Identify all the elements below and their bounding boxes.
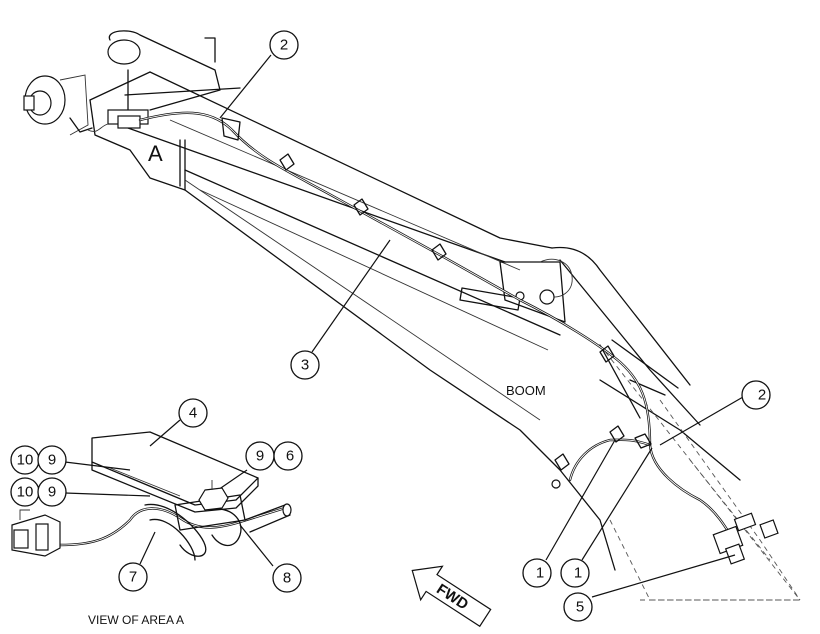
callout-number: 4 [189, 405, 197, 422]
callout-8: 8 [272, 563, 302, 593]
view-caption: VIEW OF AREA A [88, 613, 184, 627]
callout-10-a: 10 [10, 445, 40, 475]
boom-label: BOOM [506, 383, 546, 398]
tube-end-icon [282, 503, 292, 517]
callout-number: 1 [536, 565, 544, 582]
detail-view-area-a [11, 431, 292, 561]
callout-number: 5 [576, 599, 584, 616]
callout-number: 8 [283, 570, 291, 587]
callout-number: 9 [48, 484, 56, 501]
connector-icon [23, 95, 35, 111]
callout-4: 4 [178, 398, 208, 428]
bracket-icon [759, 519, 779, 539]
callout-number: 2 [280, 37, 288, 54]
callout-9-c: 9 [245, 441, 275, 471]
callout-6: 6 [273, 441, 303, 471]
callout-7: 7 [118, 562, 148, 592]
callout-1-left: 1 [522, 558, 552, 588]
callout-5: 5 [563, 592, 593, 622]
callout-number: 7 [129, 569, 137, 586]
clip-icon [599, 345, 615, 363]
clip-icon [431, 243, 447, 261]
callout-number: 9 [256, 448, 264, 465]
callout-3: 3 [290, 350, 320, 380]
connector-icon [13, 529, 29, 549]
clip-icon [353, 198, 369, 216]
clip-icon [634, 433, 652, 449]
clip-icon [221, 117, 241, 141]
area-a-marker: A [148, 141, 163, 166]
callout-number: 6 [286, 448, 294, 465]
connector-icon [35, 523, 49, 551]
clip-icon [117, 115, 141, 129]
callout-number: 9 [48, 452, 56, 469]
callout-number: 3 [301, 357, 309, 374]
clip-icon [609, 425, 625, 443]
bracket-icon [733, 512, 757, 532]
harness-clips [221, 117, 652, 471]
callout-9-a: 9 [37, 445, 67, 475]
callout-number: 1 [574, 565, 582, 582]
callout-2-right: 2 [741, 380, 771, 410]
callout-number: 2 [758, 387, 766, 404]
boom-structure [23, 30, 801, 601]
pin-boss-icon [107, 39, 141, 65]
callout-number: 10 [17, 452, 34, 469]
forward-arrow-icon: FWD [411, 565, 492, 628]
right-connector [712, 512, 779, 565]
nut-icon [198, 487, 229, 511]
bolt-icon [539, 289, 555, 305]
callout-10-b: 10 [10, 477, 40, 507]
bolt-icon [551, 479, 561, 489]
wire-harness [138, 111, 740, 550]
callout-2-top: 2 [269, 30, 299, 60]
callout-9-b: 9 [37, 477, 67, 507]
leader-lines [64, 54, 744, 598]
clip-icon [279, 153, 295, 171]
callout-number: 10 [17, 484, 34, 501]
callout-1-right: 1 [560, 558, 590, 588]
clip-icon [554, 453, 570, 471]
